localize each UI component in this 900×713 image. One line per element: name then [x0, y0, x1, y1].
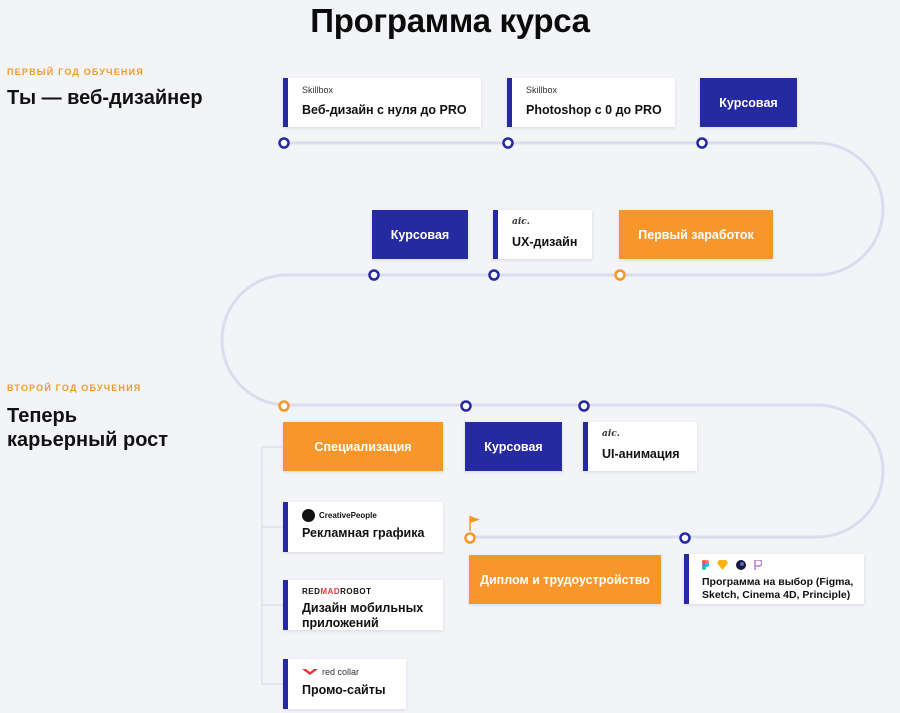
creativepeople-logo: CreativePeople	[302, 508, 443, 522]
year2-title-line1: Теперь	[7, 405, 78, 427]
skillbox-logo: Skillbox	[302, 85, 334, 95]
card-photoshop[interactable]: Skillbox Photoshop с 0 до PRO	[507, 78, 675, 127]
card-title: Дизайн мобильных приложений	[302, 601, 424, 630]
card-ui-animation[interactable]: aic. UI-анимация	[583, 422, 697, 471]
path-row2-to-row3	[220, 273, 778, 407]
skillbox-logo: Skillbox	[526, 85, 558, 95]
year1-title: Ты — веб-дизайнер	[7, 87, 203, 109]
card-title: UX-дизайн	[512, 235, 578, 249]
card-ux-design[interactable]: aic. UX-дизайн	[493, 210, 592, 259]
node-row3-1	[278, 400, 290, 412]
node-row1-2	[502, 137, 514, 149]
year2-label: ВТОРОЙ ГОД ОБУЧЕНИЯ	[7, 383, 142, 393]
card-coursework-3[interactable]: Курсовая	[465, 422, 562, 471]
path-row1-to-row2	[284, 141, 885, 277]
node-row4-1	[464, 532, 476, 544]
sketch-icon	[717, 560, 728, 572]
tool-icons	[702, 559, 864, 572]
card-specialization[interactable]: Специализация	[283, 422, 443, 471]
card-title: UI-анимация	[602, 447, 680, 461]
aic-logo: aic.	[602, 429, 620, 439]
card-diploma[interactable]: Диплом и трудоустройство	[469, 555, 661, 604]
node-row2-2	[488, 269, 500, 281]
card-title: Рекламная графика	[302, 526, 425, 540]
year2-title-line2: карьерный рост	[7, 429, 169, 451]
node-row1-3	[696, 137, 708, 149]
card-title: Photoshop с 0 до PRO	[526, 103, 662, 117]
node-row2-1	[368, 269, 380, 281]
path-row3-to-row4	[470, 403, 885, 539]
page-title: Программа курса	[310, 2, 590, 39]
card-promo-sites[interactable]: red collar Промо-сайты	[283, 659, 406, 709]
redcollar-logo: red collar	[302, 665, 406, 679]
creativepeople-icon	[302, 508, 315, 522]
card-mobile-apps[interactable]: REDMADROBOT Дизайн мобильных приложений	[283, 580, 443, 630]
cinema4d-icon	[736, 560, 746, 572]
aic-logo: aic.	[512, 217, 530, 227]
node-row2-3	[614, 269, 626, 281]
spec-branch-line	[261, 446, 283, 685]
card-title: Веб-дизайн с нуля до PRO	[302, 103, 467, 117]
card-coursework-2[interactable]: Курсовая	[372, 210, 468, 259]
flag-icon	[469, 516, 480, 531]
node-row3-3	[578, 400, 590, 412]
card-title: Промо-сайты	[302, 683, 386, 697]
card-coursework-1[interactable]: Курсовая	[700, 78, 797, 127]
card-ad-graphics[interactable]: CreativePeople Рекламная графика	[283, 502, 443, 552]
year2-title: Теперь карьерный рост	[7, 404, 168, 452]
redmadrobot-logo: REDMADROBOT	[302, 587, 372, 596]
year1-label: ПЕРВЫЙ ГОД ОБУЧЕНИЯ	[7, 67, 144, 77]
card-title: Программа на выбор (Figma, Sketch, Cinem…	[702, 576, 854, 601]
node-row3-2	[460, 400, 472, 412]
redcollar-icon	[302, 669, 318, 675]
node-row4-2	[679, 532, 691, 544]
figma-icon	[702, 560, 709, 572]
principle-icon	[754, 559, 763, 572]
node-row1-1	[278, 137, 290, 149]
card-first-earnings[interactable]: Первый заработок	[619, 210, 773, 259]
card-web-design[interactable]: Skillbox Веб-дизайн с нуля до PRO	[283, 78, 481, 127]
card-program-choice[interactable]: Программа на выбор (Figma, Sketch, Cinem…	[684, 554, 864, 604]
